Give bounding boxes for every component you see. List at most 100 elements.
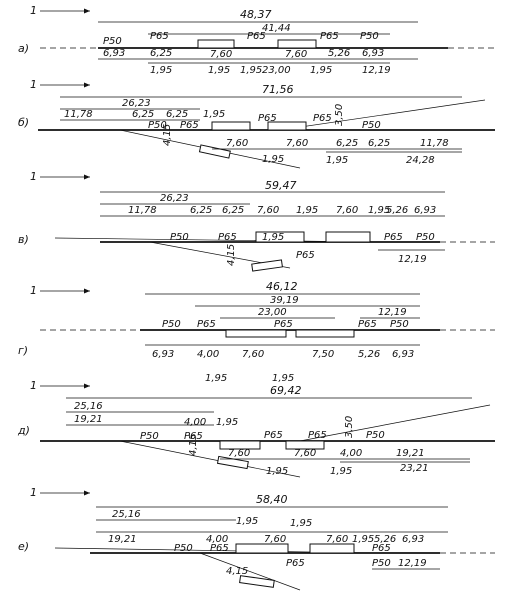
dim-inner: 41,44	[262, 23, 291, 34]
dim: 1,95	[262, 154, 284, 165]
dim: 19,21	[108, 534, 137, 545]
dim-left-total: 26,23	[122, 98, 151, 109]
rail-type: Р50	[148, 120, 167, 131]
dim: 1,95	[272, 373, 294, 384]
dim: 7,60	[226, 138, 248, 149]
rail-type: Р65	[286, 558, 305, 569]
rail-insert	[267, 121, 307, 131]
rail-insert	[197, 39, 235, 49]
rail-type: Р50	[170, 232, 189, 243]
dim: 5,26	[386, 205, 408, 216]
rail-insert-diverging	[198, 144, 231, 159]
dim-small: 4,15	[226, 244, 237, 266]
rail-insert	[255, 231, 305, 243]
rail-insert	[211, 121, 251, 131]
rail-type: Р65	[308, 430, 327, 441]
dim: 1,95	[216, 417, 238, 428]
dim: 1,95	[326, 155, 348, 166]
dim: 6,25	[368, 138, 390, 149]
dim-total: 69,42	[270, 384, 302, 397]
dim: 7,60	[264, 534, 286, 545]
scheme-a: 1 48,37 41,44 а) Р50 Р65 Р65 Р65 Р50 6,9…	[18, 4, 495, 76]
rail-insert	[235, 543, 289, 554]
rail-insert	[309, 543, 355, 554]
dim-right: 12,19	[378, 307, 407, 318]
rail-type: Р50	[174, 543, 193, 554]
dim-inner: 39,19	[270, 295, 299, 306]
direction-arrow-label: 1	[30, 486, 37, 499]
dim: 7,60	[286, 138, 308, 149]
direction-arrow-label: 1	[30, 4, 37, 17]
scheme-label: е)	[18, 540, 29, 553]
scheme-e: 1 58,40 25,16 19,21 4,00 1,95 7,60 1,95 …	[18, 486, 495, 591]
direction-arrowhead	[84, 8, 90, 14]
track-diverging-right	[299, 404, 491, 442]
dim: 7,50	[312, 349, 334, 360]
dim: 19,21	[396, 448, 425, 459]
rail-type: Р50	[103, 36, 122, 47]
direction-arrow-label: 1	[30, 78, 37, 91]
rail-type: Р50	[360, 31, 379, 42]
dim-small: 3,50	[334, 104, 345, 126]
dim: 11,78	[420, 138, 449, 149]
direction-arrow-label: 1	[30, 170, 37, 183]
rail-type: Р65	[218, 232, 237, 243]
dim: 6,93	[402, 534, 424, 545]
scheme-g: 1 46,12 39,19 23,00 12,19 г) Р50 Р65 Р65…	[18, 280, 495, 384]
dim-left-total: 25,16	[112, 509, 141, 520]
rail-type: Р50	[416, 232, 435, 243]
track-diverging	[199, 552, 301, 591]
track-diverging	[119, 440, 301, 478]
dim: 1,95	[310, 65, 332, 76]
dim: 23,00	[262, 65, 291, 76]
rail-type: Р50	[162, 319, 181, 330]
rail-type: Р65	[358, 319, 377, 330]
dim: 6,25	[190, 205, 212, 216]
dim-total: 48,37	[240, 8, 272, 21]
direction-arrowhead	[84, 490, 90, 496]
rail-insert-diverging	[251, 259, 283, 272]
dim: 12,19	[398, 254, 427, 265]
dim-total: 46,12	[266, 280, 298, 293]
dim: 6,93	[152, 349, 174, 360]
rail-type: Р65	[150, 31, 169, 42]
dim: 1,95	[205, 373, 227, 384]
dim: 4,00	[184, 417, 206, 428]
dim: 4,00	[206, 534, 228, 545]
rail-type: Р65	[274, 319, 293, 330]
dim-total: 58,40	[256, 493, 288, 506]
dim: 4,00	[197, 349, 219, 360]
dim: 5,26	[328, 48, 350, 59]
dim: 6,25	[150, 48, 172, 59]
dim: 23,21	[400, 463, 429, 474]
dim-total: 59,47	[265, 179, 297, 192]
dim: 6,93	[414, 205, 436, 216]
dim: 1,95	[203, 109, 225, 120]
dim: 6,93	[392, 349, 414, 360]
rail-type: Р50	[362, 120, 381, 131]
scheme-label: д)	[17, 424, 30, 437]
rail-insert	[325, 231, 371, 243]
dim-mid: 23,00	[258, 307, 287, 318]
rail-type: Р65	[247, 31, 266, 42]
scheme-label: в)	[18, 233, 29, 246]
rail-type: Р65	[258, 113, 277, 124]
dim: 4,00	[340, 448, 362, 459]
direction-arrowhead	[84, 174, 90, 180]
dim: 7,60	[294, 448, 316, 459]
rail-type: Р65	[313, 113, 332, 124]
dim: 1,95	[262, 232, 284, 243]
dim: 5,26	[374, 534, 396, 545]
dim: 6,93	[103, 48, 125, 59]
dim: 7,60	[326, 534, 348, 545]
dim-left-total: 26,23	[160, 193, 189, 204]
dim: 12,19	[362, 65, 391, 76]
dim: 6,25	[222, 205, 244, 216]
rail-type: Р50	[372, 558, 391, 569]
dim: 24,28	[406, 155, 435, 166]
dim-small: 3,50	[344, 416, 355, 438]
rail-type: Р50	[140, 431, 159, 442]
dim: 7,60	[257, 205, 279, 216]
dim: 5,26	[358, 349, 380, 360]
